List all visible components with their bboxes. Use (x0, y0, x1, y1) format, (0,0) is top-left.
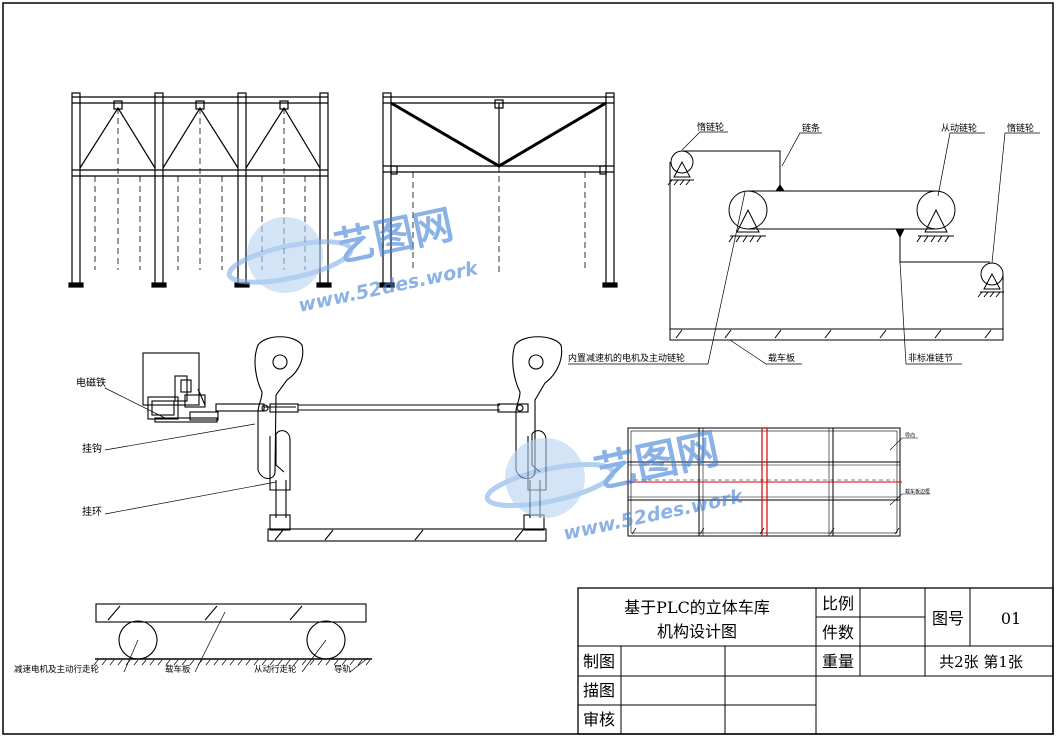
drawn-label: 制图 (583, 652, 615, 671)
driven-sprocket (916, 190, 956, 230)
scale-label: 比例 (822, 594, 854, 613)
plan-grid-labels: 导向 载车板边框 (905, 432, 930, 495)
hook-mechanism (104, 336, 563, 542)
cart-labels: 减速电机及主动行走轮 载车板 从动行走轮 导轨 (14, 664, 352, 675)
label-hook: 挂钩 (82, 442, 102, 455)
watermark-top: 艺图网 www.52des.work (226, 202, 481, 317)
label-nonstandard-link: 非标准链节 (908, 352, 953, 364)
label-electromagnet: 电磁铁 (76, 376, 106, 389)
svg-text:艺图网: 艺图网 (331, 202, 458, 272)
qty-label: 件数 (822, 623, 854, 642)
frame-elevation-three-bay (68, 92, 332, 288)
drawing-no: 01 (1001, 609, 1021, 628)
cart-on-rail (93, 603, 372, 673)
label-driven-sprocket: 从动链轮 (941, 122, 977, 134)
control-box (142, 352, 200, 406)
label-grid-1: 导向 (905, 432, 915, 439)
lower-car-plate (267, 528, 547, 542)
label-rail: 导轨 (334, 664, 352, 675)
svg-text:艺图网: 艺图网 (590, 424, 723, 498)
title-block (577, 587, 1054, 735)
sheet-count: 共2张 第1张 (939, 653, 1023, 671)
label-cart-driven-wheel: 从动行走轮 (254, 664, 297, 675)
label-car-plate: 载车板 (768, 352, 795, 364)
title-line-2: 机构设计图 (657, 622, 737, 641)
label-motor-drive-sprocket: 内置减速机的电机及主动链轮 (568, 352, 685, 364)
weight-label: 重量 (822, 652, 854, 671)
plan-grid-view (626, 427, 930, 537)
traced-label: 描图 (583, 681, 615, 700)
chain-drive-schematic (568, 131, 1040, 365)
label-idler-left: 惰链轮 (697, 121, 724, 133)
drawing-no-label: 图号 (932, 609, 964, 628)
checked-label: 审核 (583, 710, 615, 729)
car-platform (669, 328, 1004, 341)
label-chain: 链条 (802, 122, 820, 134)
hook-mechanism-labels: 电磁铁 挂钩 挂环 (76, 376, 106, 518)
chain-drive-labels: 惰链轮 链条 从动链轮 惰链轮 内置减速机的电机及主动链轮 载车板 非标准链节 (568, 121, 1034, 364)
label-cart-plate: 载车板 (165, 664, 191, 675)
title-line-1: 基于PLC的立体车库 (624, 598, 770, 617)
frame-elevation-truss (379, 92, 618, 288)
watermark-bottom: 艺图网 www.52des.work (484, 424, 746, 545)
label-ring: 挂环 (82, 505, 102, 518)
label-cart-motor: 减速电机及主动行走轮 (14, 664, 100, 675)
left-hook (254, 336, 304, 480)
cart-plate (95, 603, 367, 623)
label-grid-2: 载车板边框 (905, 488, 930, 495)
title-block-text: 基于PLC的立体车库 机构设计图 比例 件数 重量 图号 01 共2张 第1张 … (583, 594, 1023, 729)
drive-sprocket (728, 190, 768, 230)
label-idler-right: 惰链轮 (1007, 122, 1034, 134)
